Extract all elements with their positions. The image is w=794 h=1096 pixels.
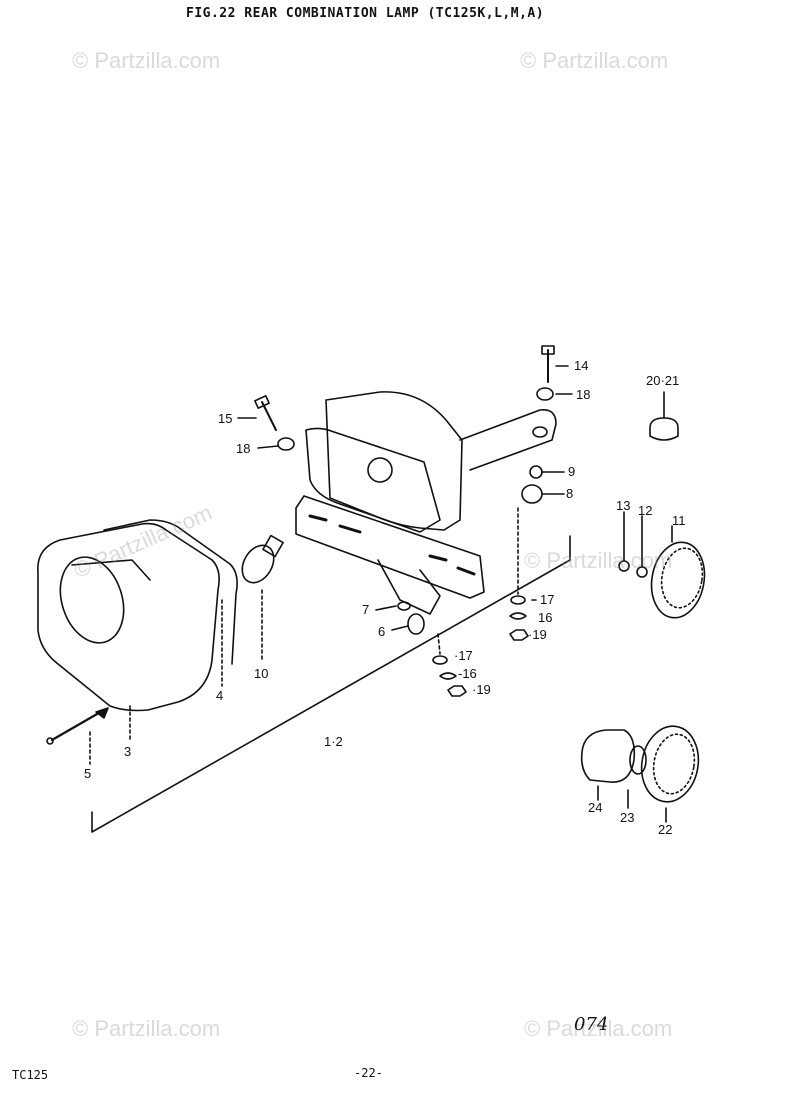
housing-hole [367,457,393,483]
callout-17: ·17 [454,648,473,663]
lens-gasket [103,519,238,665]
callout-18: 18 [236,441,251,456]
washer-17-a [510,595,526,605]
callout-22: 22 [658,822,673,837]
license-plate-bracket [295,495,485,599]
gasket-23 [629,745,647,775]
nut-13 [618,560,630,572]
signal-base-24 [580,729,636,783]
callout-23: 23 [620,810,635,825]
bulb [241,544,275,584]
callout-9: 9 [568,464,576,479]
callout-16: 16 [538,610,553,625]
spring-washer-16-a [509,612,527,620]
washer-18-top [536,387,554,401]
callout-11: 11 [672,513,686,528]
cushion-8 [521,484,543,504]
watermark: © Partzilla.com [524,548,673,573]
callout-1-2: 1·2 [324,734,343,749]
bolt-15 [261,401,277,431]
mounting-arm [459,408,557,471]
figure-title: FIG.22 REAR COMBINATION LAMP (TC125K,L,M… [186,6,545,21]
callout-3: 3 [124,744,132,759]
assembly-group-line [91,535,571,833]
reflector-11 [650,541,706,619]
watermark: © Partzilla.com [524,1016,673,1041]
housing-cover [305,427,441,533]
washer-12 [636,566,648,578]
spacer-9 [529,465,543,479]
callout-13: 13 [616,498,631,513]
grommet-6 [407,613,425,635]
callout-24: 24 [588,800,603,815]
washer-17-b [432,655,448,665]
callout-16: -16 [458,666,477,681]
cap-20-21 [649,417,679,441]
washer-18-left [277,437,295,451]
callout-12: 12 [638,503,653,518]
callout-19: ·19 [528,627,547,642]
watermark: © Partzilla.com [520,48,669,73]
tail-lamp-lens-outline [37,522,220,712]
callout-17: 17 [540,592,555,607]
callout-15: 15 [218,411,233,426]
bracket-stay [377,559,441,615]
lamp-housing [325,391,463,531]
callout-4: 4 [216,688,224,703]
nut-19-a [509,629,529,641]
nut-19-b [447,685,467,697]
lens-screw [50,708,106,742]
callout-18: 18 [576,387,591,402]
watermark: © Partzilla.com [72,48,221,73]
lamp-socket-opening [59,556,125,644]
callout-6: 6 [378,624,386,639]
callout-5: 5 [84,766,92,781]
washer-7 [397,601,411,611]
callout-7: 7 [362,602,370,617]
callout-20-21: 20·21 [646,373,680,388]
callout-19: ·19 [472,682,491,697]
callout-14: 14 [574,358,589,373]
callout-8: 8 [566,486,574,501]
spring-washer-16-b [439,672,457,680]
signal-lens-22 [640,725,700,803]
page-number: -22- [354,1066,383,1080]
callout-10: 10 [254,666,269,681]
model-label: TC125 [12,1068,49,1082]
drawing-code: 074 [574,1014,609,1035]
watermark: © Partzilla.com [72,1016,221,1041]
